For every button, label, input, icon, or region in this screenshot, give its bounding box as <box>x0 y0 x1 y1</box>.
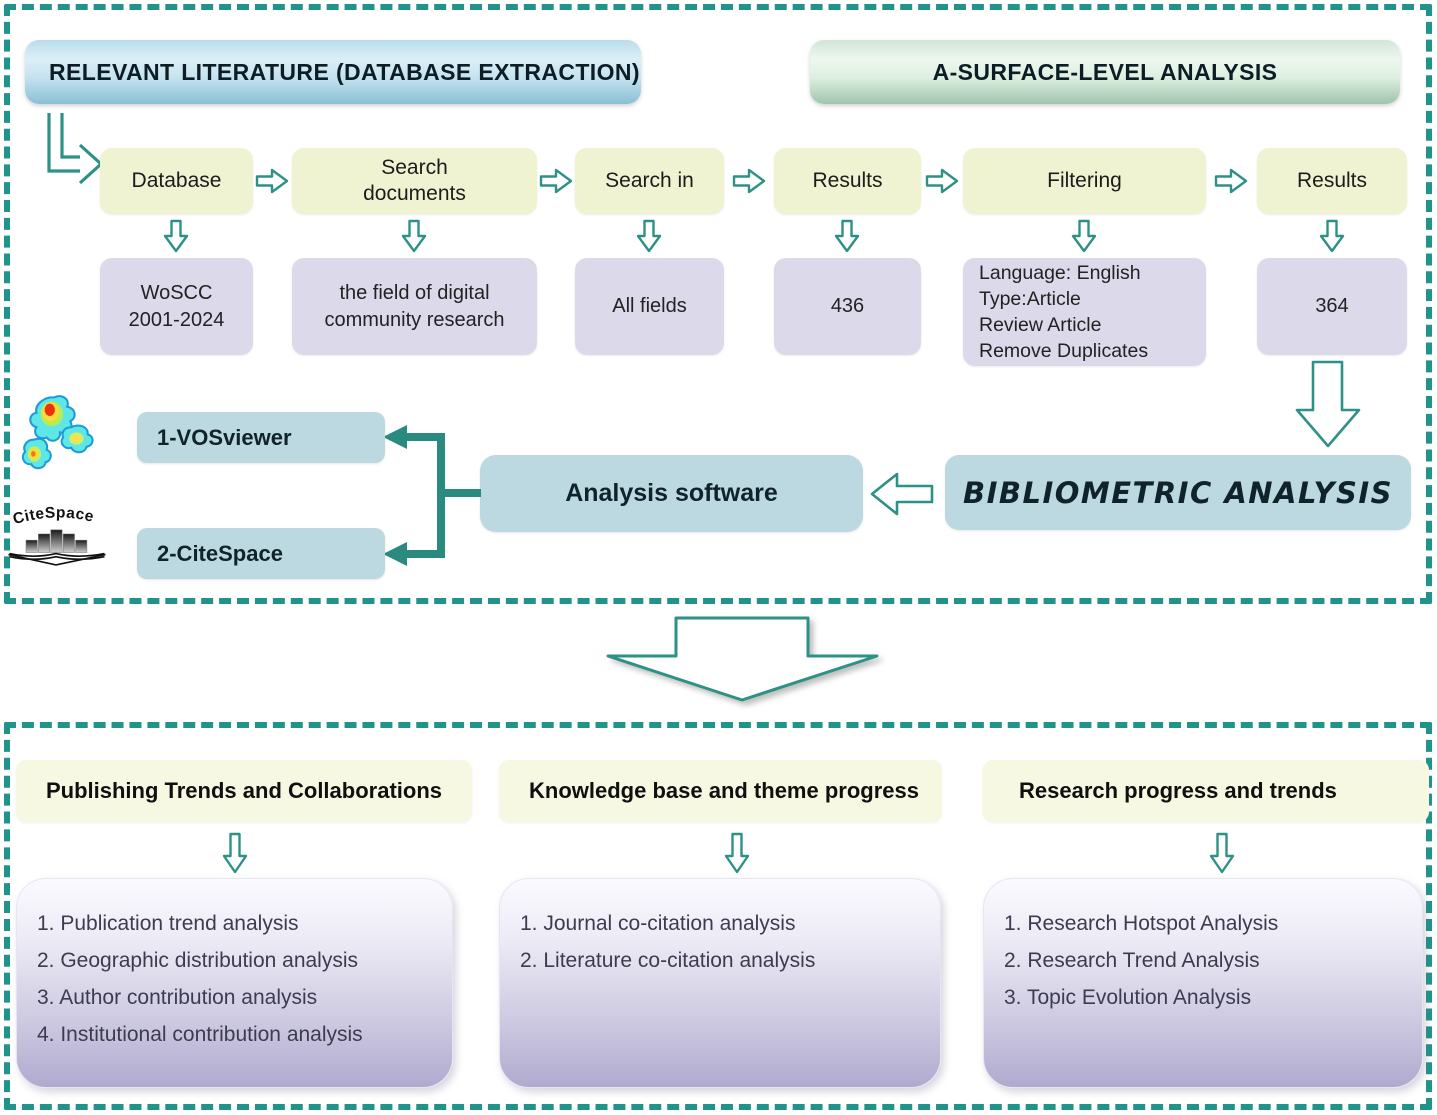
step-label: Search documents <box>363 156 466 205</box>
l-shaped-arrow-icon <box>36 112 108 196</box>
column-header-label: Research progress and trends <box>1019 778 1337 803</box>
big-down-arrow-icon <box>1295 360 1361 450</box>
vosviewer-label: 1-VOSviewer <box>157 424 292 450</box>
value-box-filtering-criteria: Language: English Type:Article Review Ar… <box>963 258 1206 366</box>
step-box-database: Database <box>100 148 253 214</box>
step-label: Filtering <box>1047 169 1122 192</box>
step-box-filtering: Filtering <box>963 148 1206 214</box>
column-header-research-progress: Research progress and trends <box>983 760 1429 822</box>
step-label: Results <box>812 169 883 192</box>
flow-arrow-right-icon <box>925 168 959 194</box>
step-box-search-documents: Search documents <box>292 148 537 214</box>
flow-arrow-down-icon <box>724 832 750 874</box>
connector-branch-vertical <box>437 433 445 558</box>
value-box-field: the field of digital community research <box>292 258 537 355</box>
citespace-logo: CiteSpace <box>6 503 110 567</box>
left-block-arrow-icon <box>870 470 934 518</box>
header-surface-level-analysis-label: A-SURFACE-LEVEL ANALYSIS <box>932 58 1278 85</box>
connector-branch-bottom-arm <box>405 550 445 558</box>
step-box-search-in: Search in <box>575 148 724 214</box>
column-header-label: Publishing Trends and Collaborations <box>45 778 443 803</box>
list-box-research-progress: 1. Research Hotspot Analysis 2. Research… <box>983 878 1423 1088</box>
flow-arrow-down-icon <box>1209 832 1235 874</box>
step-label: Database <box>131 169 222 192</box>
section-transition-arrow-icon <box>606 616 880 704</box>
flow-arrow-right-icon <box>539 168 573 194</box>
flow-arrow-down-icon <box>636 219 662 253</box>
step-value: Language: English Type:Article Review Ar… <box>979 262 1149 362</box>
step-label: Results <box>1296 169 1368 192</box>
flow-arrow-down-icon <box>1071 219 1097 253</box>
column-header-publishing-trends: Publishing Trends and Collaborations <box>16 760 472 822</box>
column-header-knowledge-base: Knowledge base and theme progress <box>499 760 942 822</box>
list-item: 3. Author contribution analysis <box>37 986 318 1009</box>
list-box-publishing-trends: 1. Publication trend analysis 2. Geograp… <box>16 878 453 1088</box>
list-item: 1. Publication trend analysis <box>37 912 299 935</box>
analysis-software-label: Analysis software <box>565 479 778 507</box>
list-box-knowledge-base: 1. Journal co-citation analysis 2. Liter… <box>499 878 941 1088</box>
step-value: 436 <box>830 295 865 317</box>
flow-arrow-right-icon <box>732 168 766 194</box>
list-item: 3. Topic Evolution Analysis <box>1004 986 1252 1009</box>
deep-analysis-panel <box>4 722 1432 1110</box>
citespace-label: 2-CiteSpace <box>157 540 283 566</box>
step-box-results-2: Results <box>1257 148 1407 214</box>
header-relevant-literature-label: RELEVANT LITERATURE (DATABASE EXTRACTION… <box>49 58 640 85</box>
analysis-software-box: Analysis software <box>480 455 863 532</box>
list-item: 2. Geographic distribution analysis <box>37 949 359 972</box>
analysis-list: 1. Publication trend analysis 2. Geograp… <box>37 905 442 1053</box>
surface-level-analysis-panel <box>4 4 1432 604</box>
citespace-logo-text: CiteSpace <box>11 504 95 528</box>
flow-arrow-right-icon <box>255 168 289 194</box>
column-header-label: Knowledge base and theme progress <box>529 778 919 803</box>
connector-branch-middle-arm <box>445 489 481 497</box>
step-label: Search in <box>605 169 694 192</box>
analysis-list: 1. Journal co-citation analysis 2. Liter… <box>520 905 930 979</box>
flow-arrow-down-icon <box>222 832 248 874</box>
value-box-results-436: 436 <box>774 258 921 355</box>
step-value: 364 <box>1315 295 1349 317</box>
citespace-box: 2-CiteSpace <box>137 528 385 579</box>
step-value: the field of digital community research <box>324 281 505 331</box>
svg-text:CiteSpace: CiteSpace <box>11 504 96 528</box>
flow-arrow-down-icon <box>1319 219 1345 253</box>
connector-arrowhead-bottom-icon <box>383 542 407 566</box>
vosviewer-heatmap-icon <box>20 394 100 482</box>
header-surface-level-analysis: A-SURFACE-LEVEL ANALYSIS <box>810 40 1400 104</box>
flow-arrow-down-icon <box>163 219 189 253</box>
list-item: 1. Journal co-citation analysis <box>520 912 796 935</box>
flow-arrow-down-icon <box>834 219 860 253</box>
value-box-results-364: 364 <box>1257 258 1407 355</box>
bibliometric-analysis-box: BIBLIOMETRIC ANALYSIS <box>945 455 1411 530</box>
flow-arrow-down-icon <box>401 219 427 253</box>
bibliometric-analysis-label: BIBLIOMETRIC ANALYSIS <box>962 475 1394 510</box>
step-box-results-1: Results <box>774 148 921 214</box>
connector-branch-top-arm <box>405 433 445 441</box>
list-item: 4. Institutional contribution analysis <box>37 1023 363 1046</box>
step-value: WoSCC 2001-2024 <box>128 281 225 331</box>
flow-arrow-right-icon <box>1214 168 1248 194</box>
value-box-all-fields: All fields <box>575 258 724 355</box>
list-item: 2. Research Trend Analysis <box>1004 949 1260 972</box>
vosviewer-box: 1-VOSviewer <box>137 412 385 463</box>
analysis-list: 1. Research Hotspot Analysis 2. Research… <box>1004 905 1412 1016</box>
list-item: 2. Literature co-citation analysis <box>520 949 816 972</box>
header-relevant-literature: RELEVANT LITERATURE (DATABASE EXTRACTION… <box>25 40 641 104</box>
value-box-woscc: WoSCC 2001-2024 <box>100 258 253 355</box>
step-value: All fields <box>612 295 687 317</box>
connector-arrowhead-top-icon <box>383 425 407 449</box>
list-item: 1. Research Hotspot Analysis <box>1004 912 1279 935</box>
